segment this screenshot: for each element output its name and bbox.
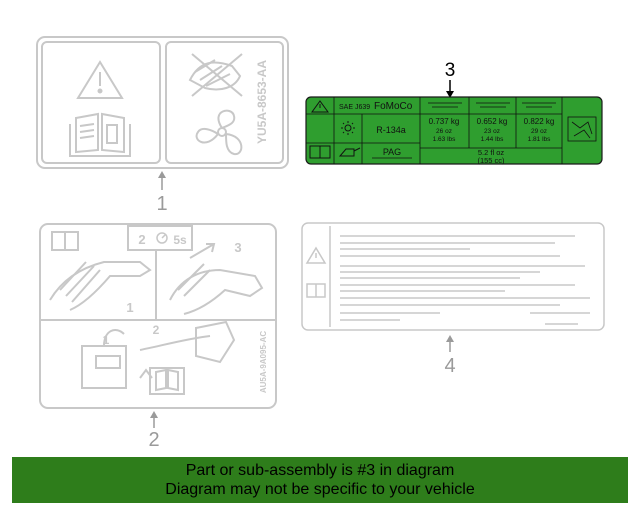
manual-icon xyxy=(309,145,331,159)
parts-diagram: YU5A-8653-AA 1 2 5s 1 3 1 xyxy=(36,36,605,451)
charge1-oz: 26 oz xyxy=(436,128,452,135)
diagram-icon xyxy=(567,116,597,142)
brand-text: FoMoCo xyxy=(374,101,413,112)
fan-icon xyxy=(195,109,243,156)
charge2-lbs: 1.44 lbs xyxy=(481,136,505,143)
label-item-4 xyxy=(301,222,605,331)
callout-3: 3 xyxy=(445,60,456,81)
callout-2-arrow xyxy=(150,411,158,428)
item1-part-number: YU5A-8653-AA xyxy=(255,60,269,144)
banner-line-2: Diagram may not be specific to your vehi… xyxy=(165,481,475,498)
charge2-kg: 0.652 kg xyxy=(477,117,508,126)
oil-amount: 5.2 fl oz xyxy=(478,148,505,157)
info-banner: Part or sub-assembly is #3 in diagram Di… xyxy=(12,457,628,503)
step-2-lower: 2 xyxy=(153,323,160,337)
charge1-kg: 0.737 kg xyxy=(429,117,460,126)
charge2-oz: 23 oz xyxy=(484,128,500,135)
callout-1-arrow xyxy=(158,171,166,190)
label-item-3: SAE J639 FoMoCo R-134a PAG 0.737 kg 26 o… xyxy=(305,96,603,165)
oil-amount-cc: (155 cc) xyxy=(477,156,505,165)
oil-can-icon xyxy=(338,147,361,157)
std-text: SAE J639 xyxy=(339,104,370,111)
warning-icon xyxy=(311,100,329,113)
callout-4: 4 xyxy=(444,355,455,377)
no-hand-icon xyxy=(188,53,243,97)
text-lines xyxy=(340,235,590,325)
banner-line-1: Part or sub-assembly is #3 in diagram xyxy=(185,462,455,479)
step-3-label: 3 xyxy=(234,240,241,255)
step-1-lower: 1 xyxy=(103,333,110,347)
charge1-lbs: 1.63 lbs xyxy=(433,136,457,143)
step-2-top: 2 xyxy=(138,232,145,247)
charge3-oz: 29 oz xyxy=(531,128,547,135)
callout-2: 2 xyxy=(148,429,159,451)
manual-icon xyxy=(306,283,326,298)
manual-icon xyxy=(69,112,131,157)
label-item-2 xyxy=(39,223,277,409)
step-1-label: 1 xyxy=(126,300,133,315)
timer-icon xyxy=(156,232,168,244)
sun-icon xyxy=(341,121,355,135)
refrigerant-text: R-134a xyxy=(376,125,406,135)
item2-part-number: AU5A-9A095-AC xyxy=(259,331,268,393)
callout-3-arrow xyxy=(446,80,454,98)
oil-type-text: PAG xyxy=(383,147,401,157)
warning-icon xyxy=(76,60,124,99)
warning-icon xyxy=(305,246,327,264)
charge3-lbs: 1.81 lbs xyxy=(528,136,552,143)
timer-seconds: 5s xyxy=(173,233,187,247)
callout-4-arrow xyxy=(446,335,454,352)
callout-1: 1 xyxy=(156,193,167,215)
charge3-kg: 0.822 kg xyxy=(524,117,555,126)
label-item-1 xyxy=(36,36,289,169)
